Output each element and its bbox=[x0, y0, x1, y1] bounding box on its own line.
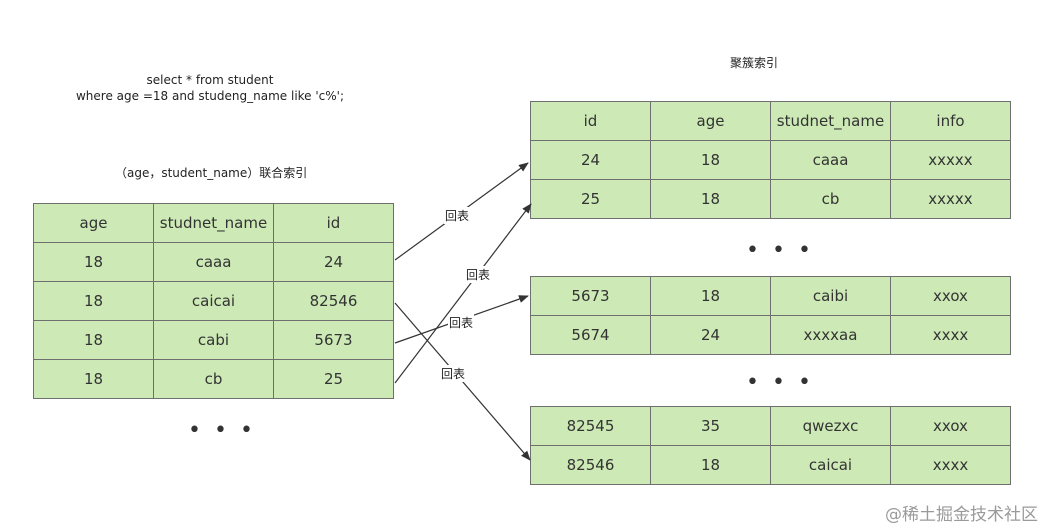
table-row: 82546 18 caicai xxxx bbox=[530, 445, 1011, 485]
composite-index-table: age studnet_name id 18 caaa 24 18 caicai… bbox=[33, 203, 394, 399]
table-cell: xxxxx bbox=[890, 179, 1011, 219]
watermark: @稀土掘金技术社区 bbox=[885, 505, 1038, 525]
table-cell: 18 bbox=[650, 179, 771, 219]
table-cell: xxxxaa bbox=[770, 315, 891, 355]
table-cell: xxox bbox=[890, 406, 1011, 446]
more-rows-ellipsis: • • • bbox=[746, 238, 814, 263]
table-row: 18 cabi 5673 bbox=[33, 320, 394, 360]
more-rows-ellipsis: • • • bbox=[746, 370, 814, 395]
table-row: 18 caicai 82546 bbox=[33, 281, 394, 321]
header-cell: age bbox=[33, 203, 154, 243]
table-header-row: id age studnet_name info bbox=[530, 101, 1011, 141]
table-cell: 82546 bbox=[273, 281, 394, 321]
arrow-25 bbox=[394, 203, 532, 384]
table-lookup-label: 回表 bbox=[465, 266, 492, 283]
table-cell: 24 bbox=[530, 140, 651, 180]
table-row: 25 18 cb xxxxx bbox=[530, 179, 1011, 219]
table-cell: 24 bbox=[650, 315, 771, 355]
table-cell: 5673 bbox=[273, 320, 394, 360]
table-row: 5674 24 xxxxaa xxxx bbox=[530, 315, 1011, 355]
sql-query-line-1: select * from student bbox=[146, 73, 274, 87]
table-header-row: age studnet_name id bbox=[33, 203, 394, 243]
table-cell: 18 bbox=[33, 242, 154, 282]
sql-query-line-2: where age =18 and studeng_name like 'c%'… bbox=[75, 89, 345, 103]
header-cell: info bbox=[890, 101, 1011, 141]
table-cell: 82546 bbox=[530, 445, 651, 485]
table-cell: 18 bbox=[33, 320, 154, 360]
clustered-index-label: 聚簇索引 bbox=[730, 56, 779, 70]
table-cell: caibi bbox=[770, 276, 891, 316]
table-cell: 18 bbox=[650, 140, 771, 180]
table-lookup-label: 回表 bbox=[444, 207, 471, 224]
table-row: 18 caaa 24 bbox=[33, 242, 394, 282]
table-cell: 25 bbox=[273, 359, 394, 399]
header-cell: studnet_name bbox=[770, 101, 891, 141]
table-cell: cb bbox=[770, 179, 891, 219]
table-row: 82545 35 qwezxc xxox bbox=[530, 406, 1011, 446]
table-cell: caaa bbox=[153, 242, 274, 282]
table-cell: xxxx bbox=[890, 315, 1011, 355]
table-cell: xxxx bbox=[890, 445, 1011, 485]
composite-index-label: （age，student_name）联合索引 bbox=[115, 166, 308, 180]
more-rows-ellipsis: • • • bbox=[188, 418, 256, 443]
header-cell: id bbox=[273, 203, 394, 243]
table-cell: caicai bbox=[770, 445, 891, 485]
table-cell: 24 bbox=[273, 242, 394, 282]
table-cell: 18 bbox=[33, 359, 154, 399]
table-cell: 18 bbox=[33, 281, 154, 321]
sql-query: select * from student where age =18 and … bbox=[40, 72, 380, 104]
table-cell: cb bbox=[153, 359, 274, 399]
table-lookup-label: 回表 bbox=[448, 314, 475, 331]
table-cell: 25 bbox=[530, 179, 651, 219]
table-lookup-label: 回表 bbox=[440, 365, 467, 382]
clustered-index-table-block-2: 5673 18 caibi xxox 5674 24 xxxxaa xxxx bbox=[530, 276, 1011, 355]
clustered-index-table-block-3: 82545 35 qwezxc xxox 82546 18 caicai xxx… bbox=[530, 406, 1011, 485]
clustered-index-table-block-1: id age studnet_name info 24 18 caaa xxxx… bbox=[530, 101, 1011, 219]
table-cell: caicai bbox=[153, 281, 274, 321]
table-cell: 5674 bbox=[530, 315, 651, 355]
table-row: 5673 18 caibi xxox bbox=[530, 276, 1011, 316]
table-row: 18 cb 25 bbox=[33, 359, 394, 399]
table-cell: 82545 bbox=[530, 406, 651, 446]
table-cell: 18 bbox=[650, 445, 771, 485]
